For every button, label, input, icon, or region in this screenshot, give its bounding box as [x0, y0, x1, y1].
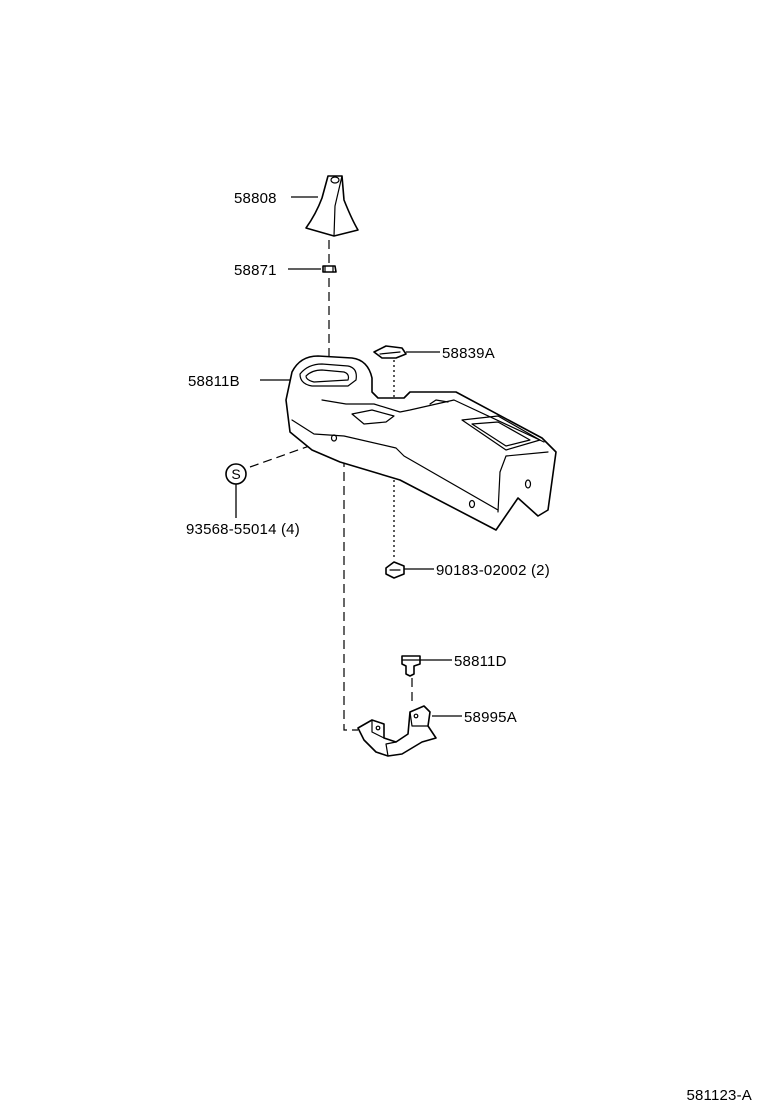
label-58839a: 58839A	[442, 345, 495, 362]
label-58871: 58871	[234, 262, 277, 279]
label-93568-55014: 93568-55014 (4)	[186, 521, 300, 538]
label-58811d: 58811D	[454, 653, 507, 670]
screw-symbol-letter: S	[231, 466, 240, 482]
label-58808: 58808	[234, 190, 277, 207]
console-box	[285, 355, 557, 531]
screw-symbol: S	[225, 463, 247, 485]
axis-console-to-bracket	[343, 444, 358, 731]
label-90183-02002: 90183-02002 (2)	[436, 562, 550, 579]
push-clip	[401, 655, 421, 677]
bracket	[357, 705, 437, 757]
nut	[322, 265, 337, 273]
clip	[385, 561, 405, 579]
cap	[373, 345, 407, 359]
label-58811b: 58811B	[188, 373, 240, 390]
shift-boot	[305, 175, 359, 237]
label-58995a: 58995A	[464, 709, 517, 726]
figure-code: 581123-A	[686, 1087, 752, 1104]
